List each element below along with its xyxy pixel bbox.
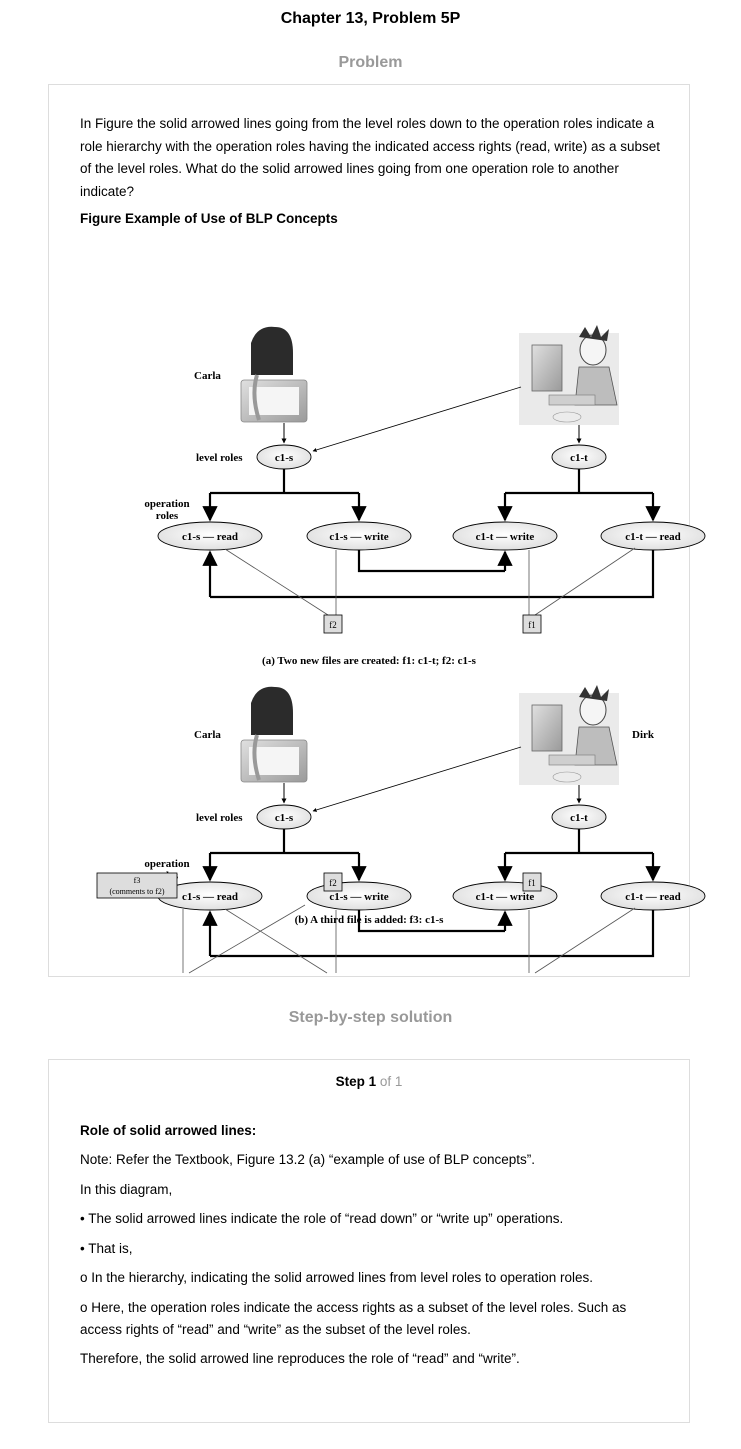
node-c1t-read-b-label: c1-t — read bbox=[625, 891, 680, 903]
step-of: of 1 bbox=[379, 1074, 403, 1089]
operation-roles-label-a1: operation bbox=[144, 498, 189, 510]
page-title: Chapter 13, Problem 5P bbox=[280, 10, 461, 27]
level-roles-label-a: level roles bbox=[196, 452, 243, 464]
carla-illustration-a bbox=[240, 326, 308, 423]
figure-caption: Figure Example of Use of BLP Concepts bbox=[80, 211, 338, 226]
node-c1s-write-b-label: c1-s — write bbox=[329, 891, 388, 903]
arrow-dirk-c1s-b bbox=[312, 746, 522, 812]
solution-line: o In the hierarchy, indicating the solid… bbox=[80, 1270, 594, 1285]
problem-text: In Figure the solid arrowed lines going … bbox=[80, 116, 661, 199]
solution-line: • That is, bbox=[80, 1241, 133, 1256]
level-roles-label-b: level roles bbox=[196, 812, 243, 824]
dirk-label-b: Dirk bbox=[632, 729, 655, 741]
node-c1t-write-b-label: c1-t — write bbox=[476, 891, 535, 903]
file-f3-b-note: (comments to f2) bbox=[109, 887, 164, 896]
node-c1t-read-a-label: c1-t — read bbox=[625, 531, 680, 543]
file-f1-a bbox=[522, 614, 542, 634]
node-c1t-b-label: c1-t bbox=[570, 812, 588, 824]
solution-line: • The solid arrowed lines indicate the r… bbox=[80, 1211, 564, 1226]
arrow-dirk-c1s-a bbox=[312, 386, 522, 452]
blp-figure: Carla level roles c1-s c1-t oper bbox=[144, 325, 706, 974]
node-c1t-write-a bbox=[452, 521, 558, 551]
caption-a: (a) Two new files are created: f1: c1-t;… bbox=[262, 655, 477, 667]
node-c1s-read-a-label: c1-s — read bbox=[182, 531, 238, 543]
node-c1s-a-label: c1-s bbox=[275, 452, 294, 464]
carla-label-a: Carla bbox=[194, 370, 221, 382]
solution-title: Role of solid arrowed lines: bbox=[80, 1123, 257, 1138]
file-f2-a bbox=[323, 614, 343, 634]
dirk-illustration-b bbox=[519, 685, 619, 785]
problem-heading: Problem bbox=[338, 54, 403, 71]
solution-line: Therefore, the solid arrowed line reprod… bbox=[80, 1351, 520, 1366]
file-f3-b-label: f3 bbox=[134, 876, 141, 885]
problem-card: In Figure the solid arrowed lines going … bbox=[48, 84, 706, 977]
node-c1t-a-label: c1-t bbox=[570, 452, 588, 464]
dirk-illustration-a bbox=[519, 325, 619, 425]
solution-line: o Here, the operation roles indicate the… bbox=[80, 1300, 627, 1337]
solution-heading: Step-by-step solution bbox=[288, 1009, 453, 1026]
file-f2-b bbox=[323, 872, 343, 892]
caption-b: (b) A third file is added: f3: c1-s bbox=[295, 914, 445, 926]
solution-line: Note: Refer the Textbook, Figure 13.2 (a… bbox=[80, 1152, 535, 1167]
file-f1-a-label: f1 bbox=[528, 620, 536, 630]
file-f1-b-label: f1 bbox=[528, 878, 536, 888]
solution-line: In this diagram, bbox=[80, 1182, 173, 1197]
node-c1s-write-a-label: c1-s — write bbox=[329, 531, 388, 543]
carla-label-b: Carla bbox=[194, 729, 221, 741]
blp-figure-b-bottom: f3 (comments to f2) f2 f1 (b) A third fi… bbox=[96, 872, 542, 926]
solution-card: Step 1 of 1 Role of solid arrowed lines:… bbox=[48, 1059, 690, 1423]
file-f3-b bbox=[96, 872, 178, 899]
operation-roles-label-a2: roles bbox=[156, 510, 179, 522]
node-c1s-b-label: c1-s bbox=[275, 812, 294, 824]
carla-illustration-b bbox=[240, 686, 308, 783]
step-header: Step 1 of 1 bbox=[49, 1074, 689, 1089]
file-f2-b-label: f2 bbox=[329, 878, 337, 888]
operation-roles-label-b1: operation bbox=[144, 858, 189, 870]
step-label: Step 1 bbox=[335, 1074, 377, 1089]
node-c1s-read-a bbox=[157, 521, 263, 551]
panel-a: Carla level roles c1-s c1-t oper bbox=[144, 325, 706, 667]
file-f2-a-label: f2 bbox=[329, 620, 337, 630]
file-f1-b bbox=[522, 872, 542, 892]
node-c1t-write-a-label: c1-t — write bbox=[476, 531, 535, 543]
node-c1s-read-b-label: c1-s — read bbox=[182, 891, 238, 903]
